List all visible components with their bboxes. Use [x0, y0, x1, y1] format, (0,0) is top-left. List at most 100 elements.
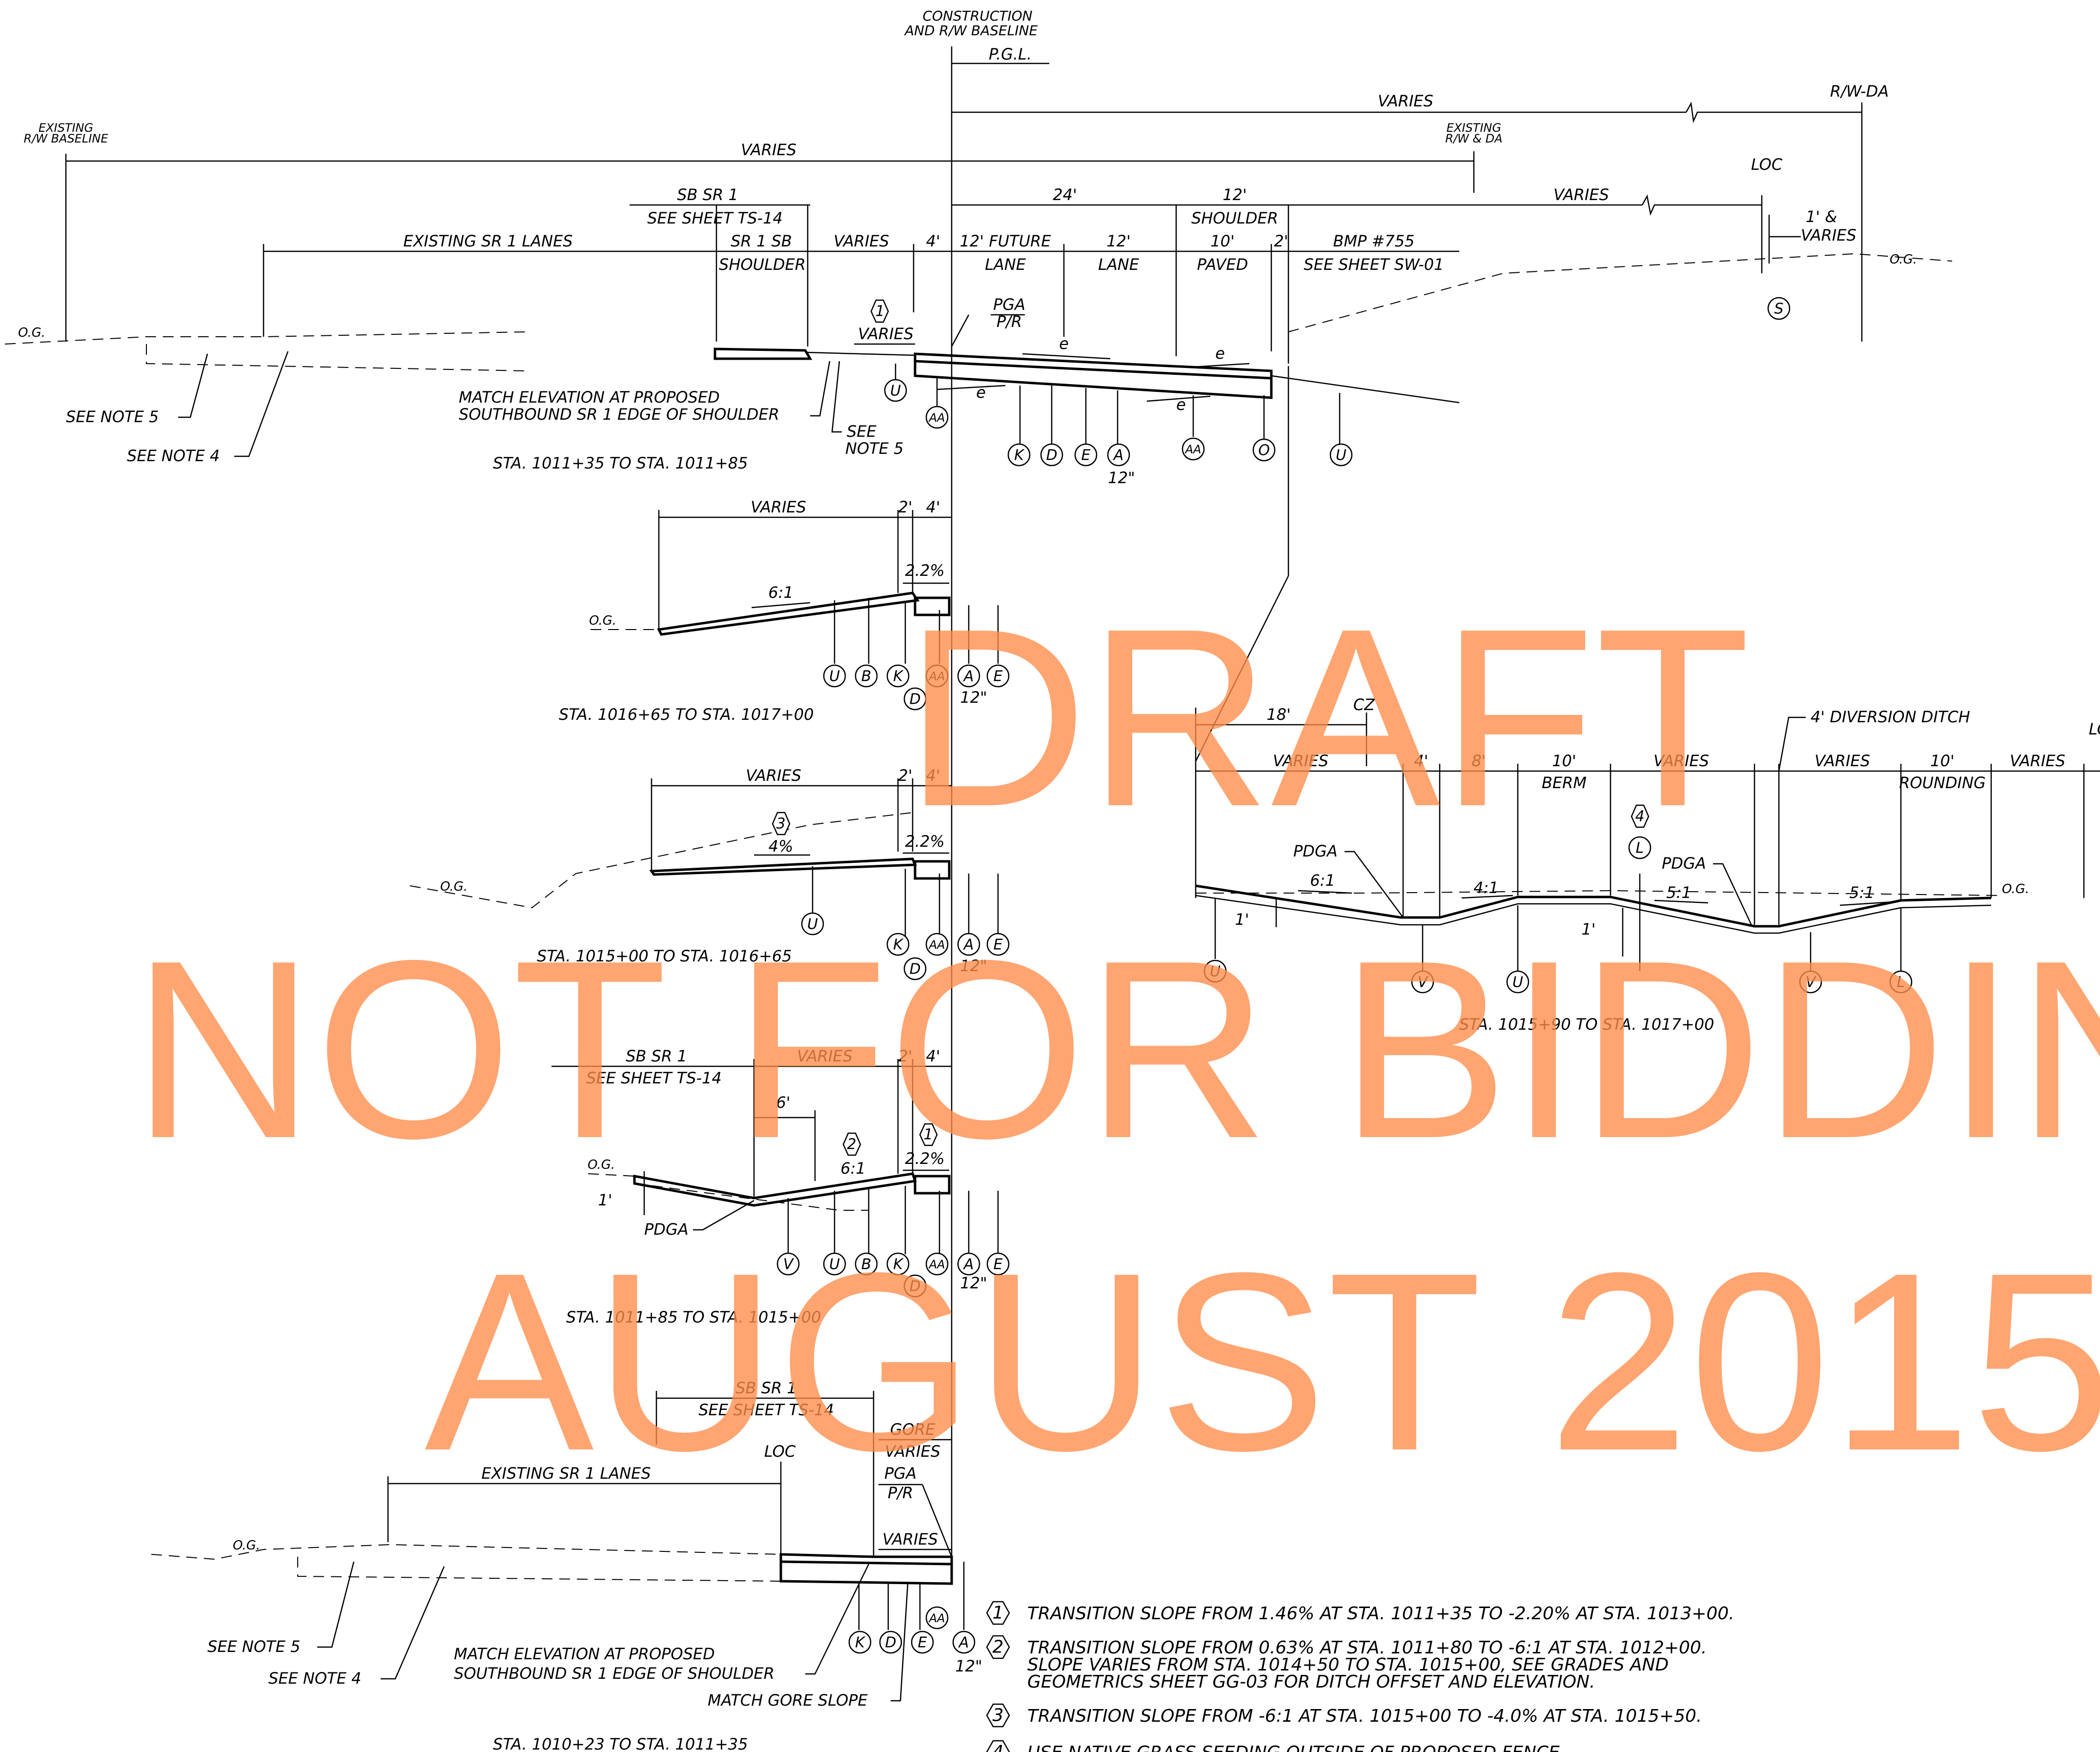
svg-text:S: S — [1774, 301, 1783, 318]
note-4-text: USE NATIVE GRASS SEEDING OUTSIDE OF PROP… — [1027, 1743, 1565, 1752]
section-3: VARIES 2' 4' 4% 2.2% O.G. 12" STA. 1015+… — [409, 766, 999, 975]
s6-rounding-2: ROUNDING — [1899, 774, 1986, 792]
sr1sb-shoulder-label: SHOULDER — [719, 255, 806, 274]
callout-u: U — [884, 379, 907, 402]
callout-a: A — [952, 1630, 976, 1654]
s5-sb-sr1: SB SR 1 — [735, 1379, 797, 1397]
callout-e: E — [986, 1252, 1010, 1276]
s6-rounding-1: 10' — [1930, 752, 1955, 770]
s4-slope61: 6:1 — [840, 1159, 866, 1178]
svg-text:E: E — [1081, 447, 1091, 464]
callout-d: D — [903, 957, 927, 980]
svg-text:E: E — [918, 1634, 927, 1651]
callout-d: D — [903, 1274, 927, 1298]
s1-e2: e — [1215, 344, 1225, 363]
s2-slope22: 2.2% — [905, 561, 944, 580]
callout-aa: AA — [925, 933, 949, 956]
svg-text:AA: AA — [928, 938, 945, 952]
svg-text:L: L — [1897, 974, 1905, 991]
s4-1ft: 1' — [598, 1191, 612, 1209]
watermark-draft: DRAFT — [904, 576, 1750, 859]
construction-baseline: CONSTRUCTION AND R/W BASELINE P.G.L. — [904, 8, 1049, 1562]
svg-text:U: U — [1336, 447, 1346, 464]
s6-loc: LOC — [2089, 720, 2100, 738]
s1-station: STA. 1011+35 TO STA. 1011+85 — [493, 454, 748, 472]
sb-sr1-label: SB SR 1 — [677, 185, 738, 204]
s4-dim6: 6' — [776, 1093, 790, 1112]
s3-dim4: 4' — [926, 766, 940, 785]
bmp-label: BMP #755 — [1333, 232, 1415, 250]
note-3-text: TRANSITION SLOPE FROM -6:1 AT STA. 1015+… — [1027, 1706, 1702, 1726]
svg-text:O: O — [1258, 442, 1270, 459]
callout-u: U — [823, 1252, 846, 1276]
s2-dim4: 4' — [926, 498, 940, 516]
callout-v: V — [1799, 970, 1822, 994]
svg-text:AA: AA — [928, 1611, 945, 1625]
s1-match-1: MATCH ELEVATION AT PROPOSED — [459, 388, 720, 407]
callout-a: A — [957, 933, 980, 956]
hex-note-1: 1 — [870, 299, 889, 323]
note-1-marker: 1 — [986, 1601, 1010, 1625]
loc-label: LOC — [1751, 155, 1783, 174]
note-4-marker: 4 — [986, 1740, 1010, 1752]
s2-slope61: 6:1 — [768, 583, 794, 602]
existing-sr1-lanes: EXISTING SR 1 LANES — [403, 232, 572, 250]
svg-text:A: A — [963, 1256, 974, 1273]
svg-text:2: 2 — [847, 1136, 856, 1153]
callout-aa: AA — [925, 406, 949, 429]
s5-12in: 12" — [955, 1657, 982, 1675]
hex-note-3: 3 — [772, 812, 791, 835]
s6-dim4: 4' — [1414, 752, 1428, 770]
existing-rw-left-2: R/W BASELINE — [24, 132, 109, 145]
s6-1ft2: 1' — [1581, 920, 1595, 938]
svg-text:K: K — [855, 1634, 866, 1651]
svg-text:D: D — [885, 1634, 896, 1651]
s1-match-2: SOUTHBOUND SR 1 EDGE OF SHOULDER — [459, 405, 779, 424]
s2-12in: 12" — [960, 688, 987, 707]
note-3-marker: 3 — [986, 1703, 1010, 1728]
section-5: SB SR 1 SEE SHEET TS-14 LOC EXISTING SR … — [151, 1379, 982, 1752]
s3-varies: VARIES — [746, 766, 801, 785]
s1-e1: e — [1059, 334, 1069, 353]
shoulder-label: SHOULDER — [1191, 209, 1278, 227]
s6-varies3: VARIES — [1815, 752, 1870, 770]
callout-bubbles: S U AA K D E A AA O U U B K AA A E D U K… — [776, 297, 1913, 1654]
callout-v: V — [776, 1252, 800, 1276]
s6-1ft: 1' — [1235, 910, 1249, 929]
svg-text:AA: AA — [928, 1258, 945, 1271]
svg-text:A: A — [958, 1634, 969, 1651]
og-label-s1: O.G. — [18, 326, 45, 340]
svg-text:B: B — [861, 1256, 872, 1273]
s3-station: STA. 1015+00 TO STA. 1016+65 — [537, 947, 792, 965]
section-4: SB SR 1 SEE SHEET TS-14 VARIES 2' 4' 6' … — [551, 1047, 999, 1326]
dim-2-top: 2' — [1274, 232, 1288, 250]
existing-rw-right-1: EXISTING — [1447, 121, 1501, 135]
s1-varies: VARIES — [858, 325, 914, 343]
svg-text:K: K — [1014, 447, 1025, 464]
s4-sb-sr1: SB SR 1 — [626, 1047, 687, 1065]
callout-e: E — [986, 933, 1010, 956]
callout-d: D — [879, 1630, 902, 1654]
svg-text:A: A — [963, 937, 974, 954]
varies-right-label: VARIES — [1378, 92, 1433, 110]
svg-text:AA: AA — [928, 411, 945, 425]
s2-dim2: 2' — [898, 498, 912, 516]
svg-text:U: U — [807, 916, 818, 933]
svg-text:3: 3 — [993, 1706, 1004, 1726]
s5-gore: GORE — [890, 1420, 936, 1439]
s5-match-2: SOUTHBOUND SR 1 EDGE OF SHOULDER — [454, 1664, 775, 1683]
s3-slope4: 4% — [769, 837, 794, 856]
svg-text:U: U — [1210, 963, 1221, 980]
s5-see-ts14: SEE SHEET TS-14 — [698, 1401, 834, 1419]
s3-slope22: 2.2% — [905, 832, 944, 851]
s4-dim4: 4' — [926, 1047, 940, 1065]
svg-text:K: K — [893, 937, 904, 954]
s3-og: O.G. — [440, 879, 468, 894]
s6-diversion: 4' DIVERSION DITCH — [1811, 708, 1970, 726]
hex-note-1: 1 — [919, 1123, 938, 1146]
svg-text:L: L — [1636, 840, 1644, 857]
future-lane-2: LANE — [985, 255, 1026, 274]
pgl-label: P.G.L. — [989, 45, 1032, 63]
note-1-text: TRANSITION SLOPE FROM 1.46% AT STA. 1011… — [1027, 1604, 1734, 1624]
s6-varies2: VARIES — [1653, 752, 1709, 770]
